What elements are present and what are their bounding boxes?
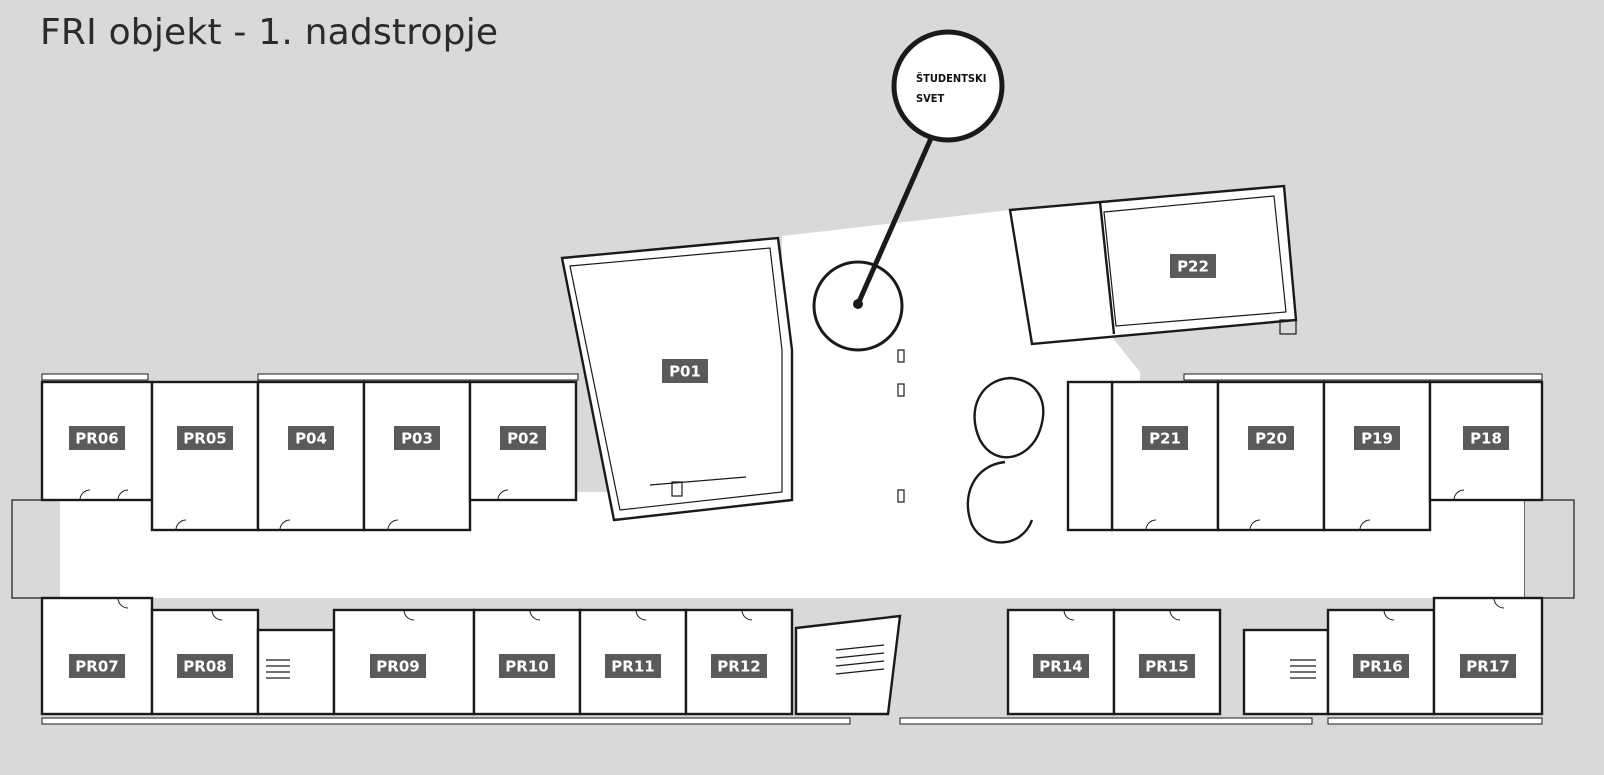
room-label-text: PR08: [183, 658, 226, 676]
room-label-p21: P21: [1142, 426, 1188, 450]
room-label-text: P22: [1177, 258, 1209, 276]
room-label-box: [69, 426, 125, 450]
room-label-p02: P02: [500, 426, 546, 450]
room-label-p04: P04: [288, 426, 334, 450]
room-label-box: [1142, 426, 1188, 450]
room-label-box: [370, 654, 426, 678]
room-label-pr08: PR08: [177, 654, 233, 678]
room-label-pr09: PR09: [370, 654, 426, 678]
room-label-text: PR11: [611, 658, 654, 676]
room-label-text: PR05: [183, 430, 226, 448]
room-label-box: [1170, 254, 1216, 278]
room-label-pr05: PR05: [177, 426, 233, 450]
room-label-text: P04: [295, 430, 327, 448]
room-label-box: [1033, 654, 1089, 678]
callout-line1: ŠTUDENTSKI: [916, 72, 986, 85]
room-label-text: P20: [1255, 430, 1287, 448]
top-windows: [41, 373, 1543, 381]
room-label-text: PR10: [505, 658, 548, 676]
room-label-box: [711, 654, 767, 678]
room-label-p18: P18: [1463, 426, 1509, 450]
room-label-pr15: PR15: [1139, 654, 1195, 678]
room-label-box: [662, 359, 708, 383]
room-label-text: PR07: [75, 658, 118, 676]
room-label-box: [69, 654, 125, 678]
room-label-box: [1463, 426, 1509, 450]
room-label-pr17: PR17: [1460, 654, 1516, 678]
room-label-text: PR14: [1039, 658, 1082, 676]
room-label-pr16: PR16: [1353, 654, 1409, 678]
room-label-p01: P01: [662, 359, 708, 383]
map-title: FRI objekt - 1. nadstropje: [40, 12, 499, 53]
room-label-pr10: PR10: [499, 654, 555, 678]
room-label-box: [1353, 654, 1409, 678]
door-swings: [79, 489, 1505, 621]
room-label-text: P21: [1149, 430, 1181, 448]
room-label-text: P01: [669, 363, 701, 381]
room-label-p19: P19: [1354, 426, 1400, 450]
room-label-text: PR15: [1145, 658, 1188, 676]
room-label-box: [605, 654, 661, 678]
room-label-box: [499, 654, 555, 678]
room-label-p03: P03: [394, 426, 440, 450]
room-label-text: PR17: [1466, 658, 1509, 676]
room-label-text: P18: [1470, 430, 1502, 448]
bottom-windows: [41, 717, 1543, 725]
callout-line2: SVET: [916, 92, 945, 105]
bottom-row-rooms: [40, 596, 1544, 716]
studentski-svet-callout: ŠTUDENTSKI SVET: [853, 29, 1005, 309]
room-label-text: PR12: [717, 658, 760, 676]
room-label-box: [1354, 426, 1400, 450]
top-row-rooms: [40, 380, 1544, 532]
room-label-pr11: PR11: [605, 654, 661, 678]
room-label-text: PR16: [1359, 658, 1402, 676]
room-label-text: P02: [507, 430, 539, 448]
room-label-p20: P20: [1248, 426, 1294, 450]
room-label-pr07: PR07: [69, 654, 125, 678]
room-label-p22: P22: [1170, 254, 1216, 278]
room-label-pr14: PR14: [1033, 654, 1089, 678]
room-label-text: P03: [401, 430, 433, 448]
room-label-box: [1248, 426, 1294, 450]
room-label-text: P19: [1361, 430, 1393, 448]
room-label-box: [288, 426, 334, 450]
room-label-box: [1460, 654, 1516, 678]
room-label-pr12: PR12: [711, 654, 767, 678]
room-label-box: [177, 426, 233, 450]
room-label-text: PR06: [75, 430, 118, 448]
room-label-box: [177, 654, 233, 678]
room-label-pr06: PR06: [69, 426, 125, 450]
room-label-box: [1139, 654, 1195, 678]
room-label-box: [500, 426, 546, 450]
room-block-p22: [1008, 184, 1298, 346]
room-label-box: [394, 426, 440, 450]
room-label-text: PR09: [376, 658, 419, 676]
